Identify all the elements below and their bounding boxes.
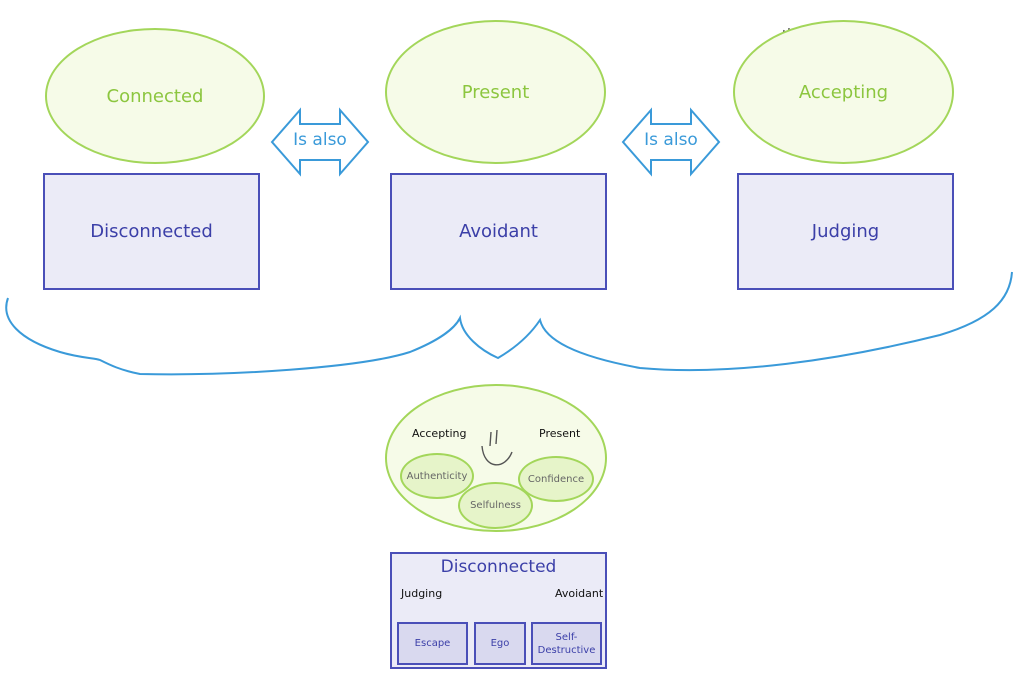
authenticity-label: Authenticity [406, 470, 468, 482]
disconnected-box: Disconnected [43, 173, 260, 290]
self-destructive-label: Self- Destructive [537, 631, 596, 656]
connected-ellipse: Connected [45, 28, 265, 164]
double-arrow-right [621, 107, 721, 177]
avoidant-label: Avoidant [459, 221, 538, 242]
judging-label: Judging [811, 221, 880, 242]
confidence-label: Confidence [527, 473, 585, 485]
accepting-label: Accepting [798, 81, 889, 103]
positive-accepting-label: Accepting [412, 427, 467, 440]
negative-avoidant-label: Avoidant [555, 587, 604, 600]
ego-label: Ego [490, 638, 510, 649]
present-ellipse: Present [385, 20, 606, 164]
connected-label: Connected [106, 85, 204, 107]
negative-group-title: Disconnected [440, 557, 557, 577]
present-label: Present [461, 81, 530, 103]
is-also-label-2: Is also [644, 130, 698, 150]
selfulness-label: Selfulness [470, 500, 521, 511]
ego-box: Ego [474, 622, 526, 665]
accepting-ellipse: Accepting [733, 20, 954, 164]
positive-present-label: Present [539, 427, 581, 440]
avoidant-box: Avoidant [390, 173, 607, 290]
authenticity-ellipse: Authenticity [400, 453, 474, 499]
judging-box: Judging [737, 173, 954, 290]
curly-brace [5, 271, 1013, 376]
escape-label: Escape [414, 638, 451, 649]
self-destructive-box: Self- Destructive [531, 622, 602, 665]
confidence-ellipse: Confidence [518, 456, 594, 502]
escape-box: Escape [397, 622, 468, 665]
selfulness-ellipse: Selfulness [458, 482, 533, 529]
double-arrow-left [270, 107, 370, 177]
is-also-label-1: Is also [293, 130, 347, 150]
negative-judging-label: Judging [401, 587, 443, 600]
disconnected-label: Disconnected [90, 221, 213, 242]
